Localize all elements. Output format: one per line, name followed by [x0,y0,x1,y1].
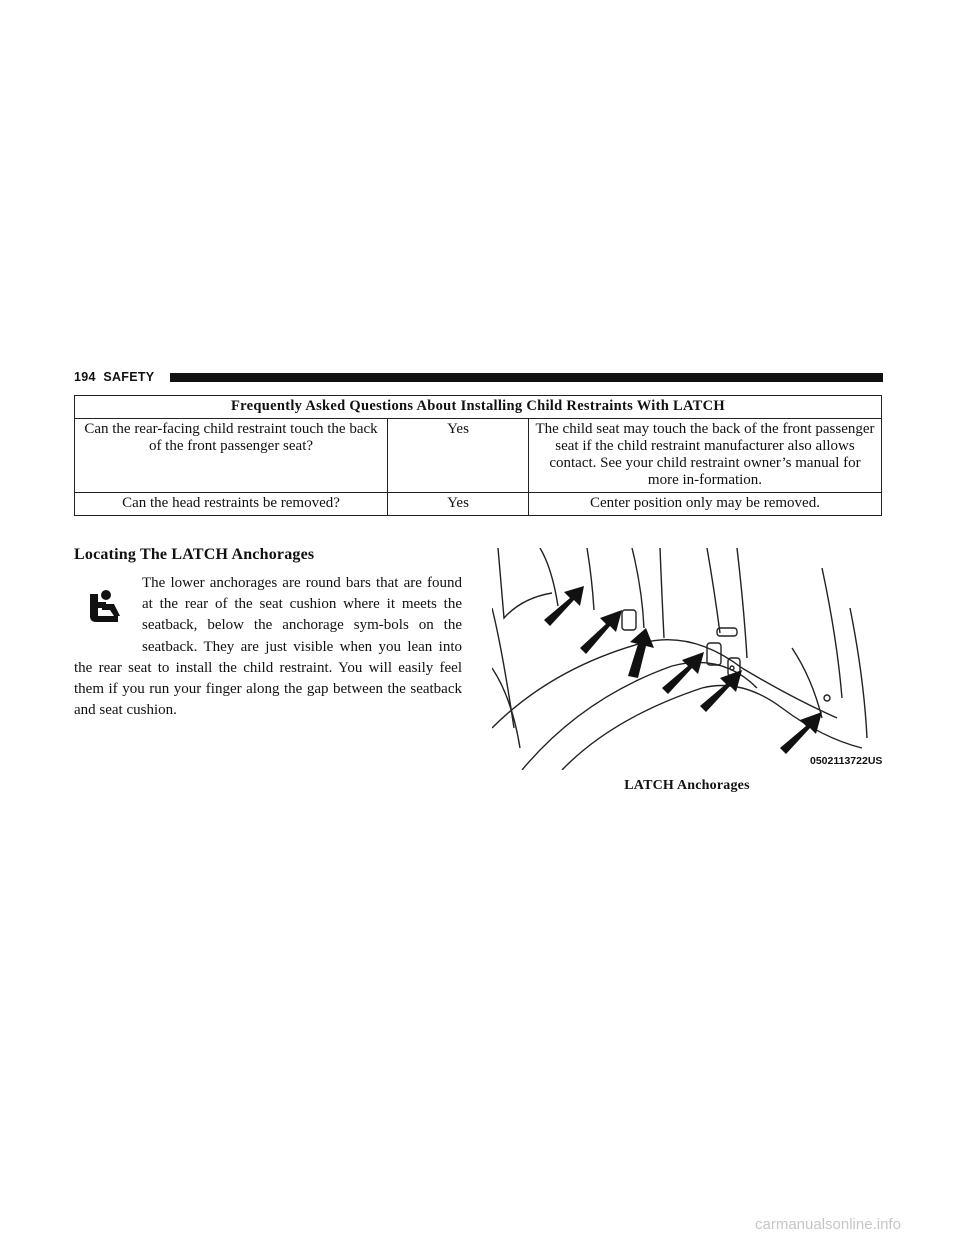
table-row: Can the head restraints be removed? Yes … [74,492,882,516]
table-cell-answer: Yes [387,418,529,493]
icon-spacer [74,573,142,655]
latch-anchorages-illustration [492,548,868,770]
page-number: 194 [74,370,96,384]
header-rule [170,373,883,382]
table-row: Can the rear-facing child restraint touc… [74,418,882,493]
table-cell-note: The child seat may touch the back of the… [528,418,882,493]
faq-table-title: Frequently Asked Questions About Install… [74,395,882,419]
figure-caption: LATCH Anchorages [624,778,750,793]
watermark: carmanualsonline.info [755,1216,901,1233]
section-name: SAFETY [103,370,155,384]
table-cell-question: Can the head restraints be removed? [74,492,388,516]
section-body-text: The lower anchorages are round bars that… [74,575,462,719]
child-seat-anchor-icon [90,590,120,622]
table-cell-answer: Yes [387,492,529,516]
page-header-label: 194 SAFETY [74,370,154,384]
page-header: 194 SAFETY [74,368,883,390]
section-body: The lower anchorages are round bars that… [74,573,462,721]
section-heading: Locating The LATCH Anchorages [74,546,315,563]
table-cell-question: Can the rear-facing child restraint touc… [74,418,388,493]
figure-code: 0502113722US [808,755,885,767]
faq-table: Frequently Asked Questions About Install… [74,395,882,516]
table-cell-note: Center position only may be removed. [528,492,882,516]
